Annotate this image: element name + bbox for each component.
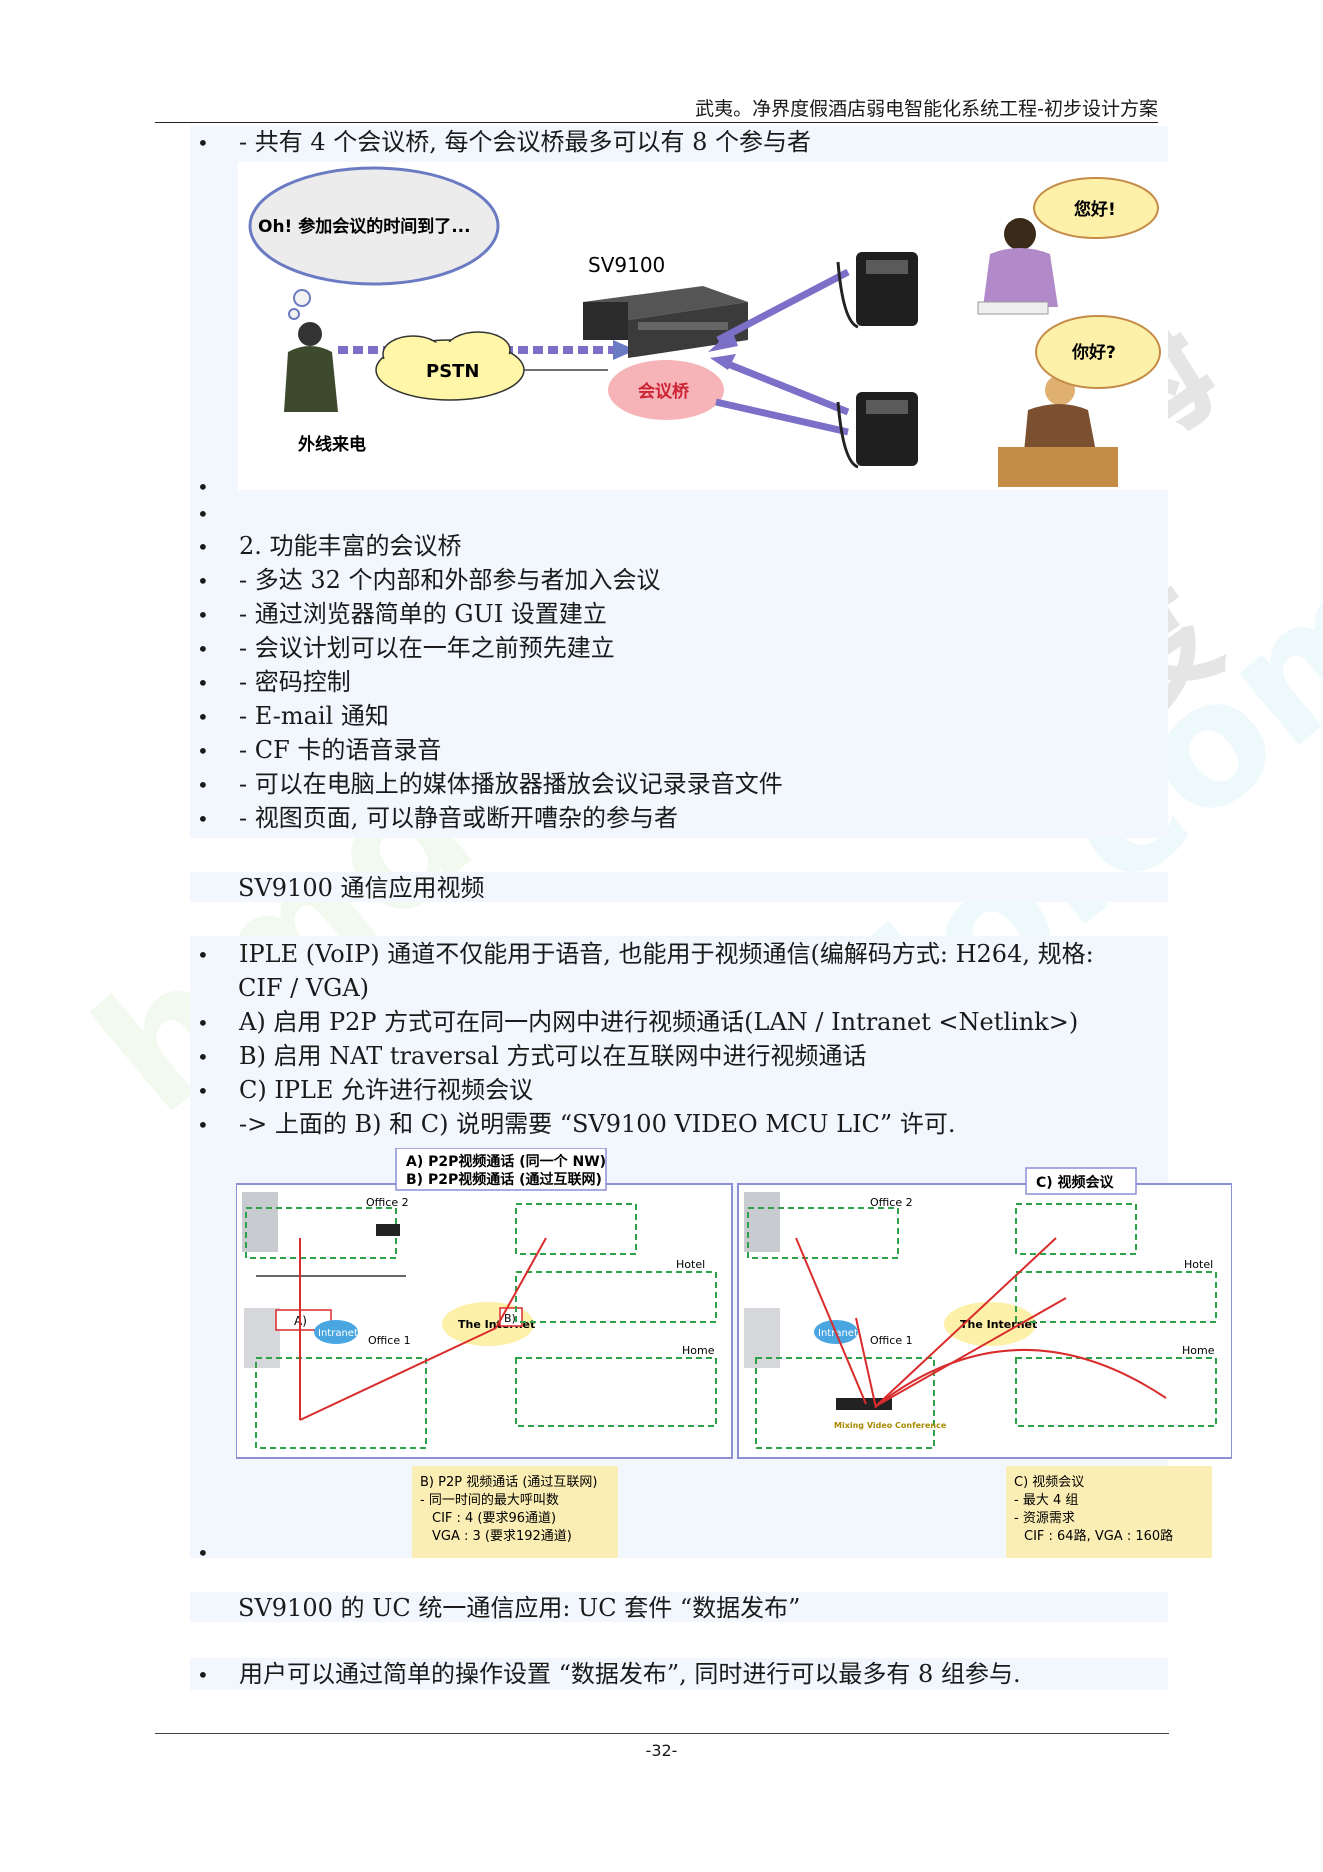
svg-text:Office 2: Office 2 [870,1196,913,1209]
svg-text:C) 视频会议: C) 视频会议 [1036,1174,1115,1191]
list-item: •C) IPLE 允许进行视频会议 [197,1076,534,1104]
list-item: •- 通过浏览器简单的 GUI 设置建立 [197,600,607,628]
svg-text:The Internet: The Internet [960,1318,1037,1331]
svg-text:Hotel: Hotel [676,1258,705,1271]
desk-phone-top-icon [836,252,918,329]
right-title-box [1025,1167,1137,1195]
bubble-bottom-right-text: 你好? [1071,342,1116,363]
conference-bridge-blob [608,360,724,420]
list-item: •- 多达 32 个内部和外部参与者加入会议 [197,566,661,594]
speech-bubble-bottom-right [1035,315,1161,389]
conference-bridge-figure: Oh! 参加会议的时间到了... 外线来电 PSTN SV9100 会议桥 [238,162,1168,490]
pstn-cloud-icon [375,331,525,401]
bubble-top-right-text: 您好! [1074,199,1116,220]
left-title-box [395,1147,607,1191]
device-label: SV9100 [588,253,665,277]
list-item: • [197,475,209,499]
svg-text:C) 视频会议: C) 视频会议 [1014,1475,1084,1490]
list-item-continuation: CIF / VGA) [238,974,370,1002]
page-header: 武夷。净界度假酒店弱电智能化系统工程-初步设计方案 [155,92,1158,123]
svg-text:Home: Home [1182,1344,1215,1357]
bubble-left-text: Oh! 参加会议的时间到了... [258,216,471,237]
svg-text:Office 1: Office 1 [870,1334,913,1347]
svg-text:- 资源需求: - 资源需求 [1014,1511,1075,1526]
sv9100-device-icon [583,286,748,358]
svg-text:- 最大 4 组: - 最大 4 组 [1014,1493,1078,1508]
speech-bubble-left [248,166,500,286]
uc-heading: SV9100 的 UC 统一通信应用: UC 套件 “数据发布” [238,1594,801,1622]
list-item: •用户可以通过简单的操作设置 “数据发布”, 同时进行可以最多有 8 组参与. [197,1660,1021,1688]
intranet-node [314,1320,358,1344]
content-band-2 [190,872,1168,902]
svg-text:CIF : 4 (要求96通道): CIF : 4 (要求96通道) [432,1511,556,1526]
list-item: •2. 功能丰富的会议桥 [197,532,462,560]
svg-text:Intranet: Intranet [818,1328,858,1339]
list-item: • [197,502,209,526]
svg-text:B): B) [504,1312,516,1325]
woman-on-phone-icon [977,218,1058,315]
list-item: •- E-mail 通知 [197,702,389,730]
list-item: •- 视图页面, 可以静音或断开嘈杂的参与者 [197,804,678,832]
svg-text:Hotel: Hotel [1184,1258,1213,1271]
list-item: •B) 启用 NAT traversal 方式可以在互联网中进行视频通话 [197,1042,867,1070]
video-network-figure: A) P2P视频通话 (同一个 NW) B) P2P视频通话 (通过互联网) C… [235,1147,1233,1558]
desk-phone-bottom-icon [836,392,918,469]
footer-divider [155,1733,1169,1734]
bridge-label: 会议桥 [638,381,690,402]
list-item: •- 会议计划可以在一年之前预先建立 [197,634,615,662]
svg-text:- 同一时间的最大呼叫数: - 同一时间的最大呼叫数 [420,1492,559,1508]
list-item: •- 共有 4 个会议桥, 每个会议桥最多可以有 8 个参与者 [197,128,812,156]
caller-label: 外线来电 [298,434,366,455]
svg-text:Intranet: Intranet [318,1328,358,1339]
svg-text:VGA : 3 (要求192通道): VGA : 3 (要求192通道) [432,1529,572,1544]
page-number: -32- [645,1741,678,1760]
svg-text:Mixing Video Conference: Mixing Video Conference [834,1421,947,1430]
list-item: •- CF 卡的语音录音 [197,736,442,764]
note-left [412,1466,618,1558]
video-heading: SV9100 通信应用视频 [238,874,485,902]
content-band-4 [190,1592,1168,1622]
building-icon [242,1192,278,1252]
svg-text:The Internet: The Internet [458,1318,535,1331]
list-item: •A) 启用 P2P 方式可在同一内网中进行视频通话(LAN / Intrane… [197,1008,1079,1036]
list-item: •- 密码控制 [197,668,351,696]
content-band-5 [190,1658,1168,1690]
list-item: •- 可以在电脑上的媒体播放器播放会议记录录音文件 [197,770,783,798]
list-item: •IPLE (VoIP) 通道不仅能用于语音, 也能用于视频通信(编解码方式: … [197,940,1094,968]
svg-text:CIF : 64路, VGA : 160路: CIF : 64路, VGA : 160路 [1024,1528,1173,1544]
note-right [1006,1466,1212,1558]
svg-text:Office 1: Office 1 [368,1334,411,1347]
list-item: •-> 上面的 B) 和 C) 说明需要 “SV9100 VIDEO MCU L… [197,1110,956,1138]
svg-text:Office 2: Office 2 [366,1196,409,1209]
svg-text:A) P2P视频通话 (同一个 NW): A) P2P视频通话 (同一个 NW) [406,1153,606,1170]
pstn-label: PSTN [426,361,480,382]
header-title: 武夷。净界度假酒店弱电智能化系统工程-初步设计方案 [695,98,1158,120]
svg-text:Home: Home [682,1344,715,1357]
svg-text:B) P2P视频通话 (通过互联网): B) P2P视频通话 (通过互联网) [406,1171,602,1188]
speech-bubble-top-right [1033,177,1159,239]
svg-text:B) P2P 视频通话 (通过互联网): B) P2P 视频通话 (通过互联网) [420,1475,597,1490]
person-calling-icon [284,322,338,412]
list-item: • [197,1541,209,1565]
